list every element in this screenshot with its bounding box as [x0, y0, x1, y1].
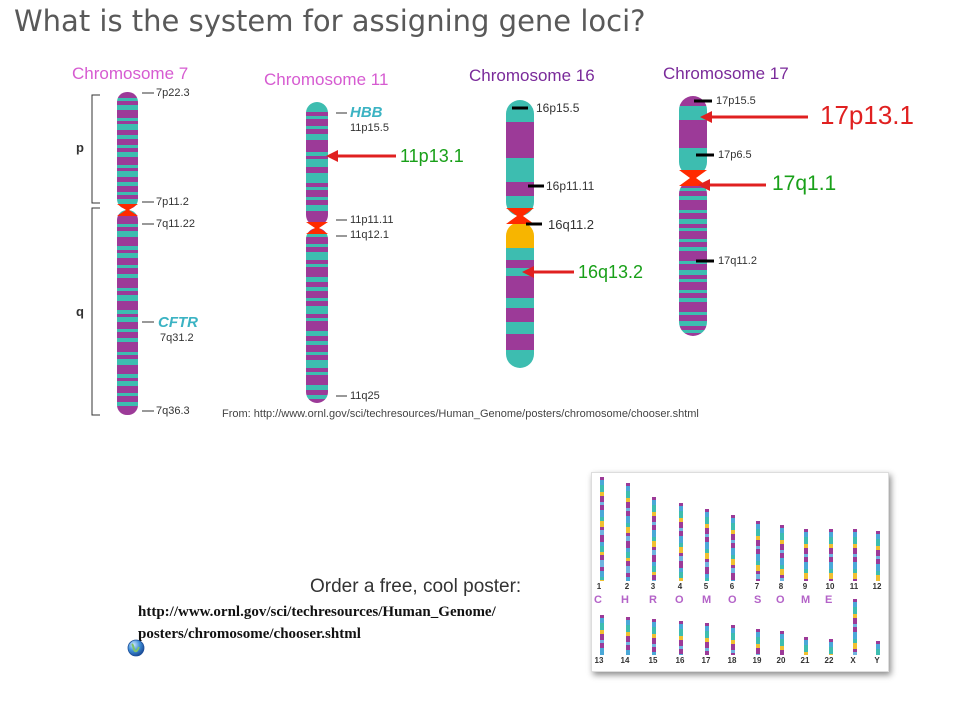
chromosome-16-title: Chromosome 16 — [469, 66, 595, 85]
c17-label-17p6-5: 17p6.5 — [718, 149, 752, 161]
poster-num: 15 — [648, 656, 658, 665]
c11-label-11q25: 11q25 — [350, 390, 380, 402]
poster-num: 9 — [802, 582, 808, 591]
poster-num: 20 — [776, 656, 786, 665]
poster-num: X — [850, 656, 856, 665]
poster-letter: C — [594, 594, 602, 606]
poster-num: 3 — [650, 582, 656, 591]
chromosome-poster[interactable] — [591, 472, 889, 672]
poster-num: 11 — [849, 582, 859, 591]
poster-chromosomes — [600, 477, 880, 655]
poster-title-letters: C H R O M O S O M E — [591, 594, 887, 608]
poster-num: 2 — [624, 582, 630, 591]
chromosome-16-drawing — [506, 100, 574, 368]
c7-gene-cftr: CFTR — [158, 314, 198, 331]
poster-letter: O — [675, 594, 684, 606]
poster-num: 5 — [703, 582, 709, 591]
chromosome-7-title: Chromosome 7 — [72, 64, 189, 83]
c16-label-16p15-5: 16p15.5 — [536, 101, 580, 115]
page-title: What is the system for assigning gene lo… — [14, 4, 646, 38]
c16-label-16p11-11: 16p11.11 — [546, 179, 595, 193]
c7-label-7p11-2: 7p11.2 — [156, 196, 189, 208]
c7-label-7q11-22: 7q11.22 — [156, 218, 195, 230]
poster-num: 19 — [752, 656, 762, 665]
poster-letter: M — [702, 594, 712, 606]
c7-arm-p: p — [76, 140, 84, 155]
chromosome-7-drawing — [91, 92, 154, 416]
poster-num: 22 — [824, 656, 834, 665]
poster-num: 12 — [872, 582, 882, 591]
chromosome-diagram — [91, 92, 808, 416]
chromosome-11-title: Chromosome 11 — [264, 70, 389, 89]
poster-row2-numbers: 13 14 15 16 17 18 19 20 21 22 X Y — [591, 656, 887, 668]
c7-label-7q31-2: 7q31.2 — [160, 332, 194, 344]
poster-num: 7 — [754, 582, 760, 591]
poster-row1-numbers: 1 2 3 4 5 6 7 8 9 10 11 12 — [591, 582, 887, 594]
c11-label-11p11-11: 11p11.11 — [350, 214, 394, 226]
source-citation: From: http://www.ornl.gov/sci/techresour… — [222, 408, 699, 420]
poster-num: 13 — [594, 656, 604, 665]
poster-num: 4 — [677, 582, 683, 591]
poster-num: 21 — [800, 656, 810, 665]
poster-letter: R — [649, 594, 657, 606]
chromosome-17-title: Chromosome 17 — [663, 64, 789, 83]
poster-num: 14 — [620, 656, 630, 665]
poster-num: 1 — [596, 582, 602, 591]
poster-letter: M — [801, 594, 811, 606]
poster-num: 17 — [701, 656, 711, 665]
poster-url-line-1[interactable]: http://www.ornl.gov/sci/techresources/Hu… — [138, 604, 496, 620]
poster-letter: H — [621, 594, 629, 606]
c7-label-7p22-3: 7p22.3 — [156, 87, 190, 99]
poster-num: 18 — [727, 656, 737, 665]
c7-arm-q: q — [76, 304, 84, 319]
c16-callout-16q13-2: 16q13.2 — [578, 262, 644, 282]
c7-label-7q36-3: 7q36.3 — [156, 405, 190, 417]
globe-icon[interactable] — [127, 639, 145, 657]
c11-label-11q12-1: 11q12.1 — [350, 229, 389, 241]
c17-callout-17q1-1: 17q1.1 — [772, 172, 837, 195]
chromosome-11-drawing — [306, 102, 396, 403]
poster-letter: O — [776, 594, 785, 606]
chromosome-17-drawing — [679, 96, 808, 336]
poster-num: 8 — [778, 582, 784, 591]
poster-num: Y — [874, 656, 880, 665]
c17-callout-17p13-1: 17p13.1 — [820, 100, 914, 130]
poster-letter: E — [825, 594, 833, 606]
c11-label-11p15-5: 11p15.5 — [350, 122, 389, 134]
c16-label-16q11-2: 16q11.2 — [548, 217, 595, 232]
c17-label-17p15-5: 17p15.5 — [716, 95, 756, 107]
poster-url-line-2[interactable]: posters/chromosome/chooser.shtml — [138, 626, 361, 642]
poster-num: 10 — [825, 582, 835, 591]
poster-num: 16 — [675, 656, 685, 665]
c17-label-17q11-2: 17q11.2 — [718, 255, 757, 267]
poster-caption: Order a free, cool poster: — [310, 576, 522, 597]
c11-gene-hbb: HBB — [350, 104, 383, 121]
poster-letter: O — [728, 594, 737, 606]
poster-letter: S — [754, 594, 762, 606]
poster-num: 6 — [729, 582, 735, 591]
c11-callout-11p13-1: 11p13.1 — [400, 146, 464, 166]
